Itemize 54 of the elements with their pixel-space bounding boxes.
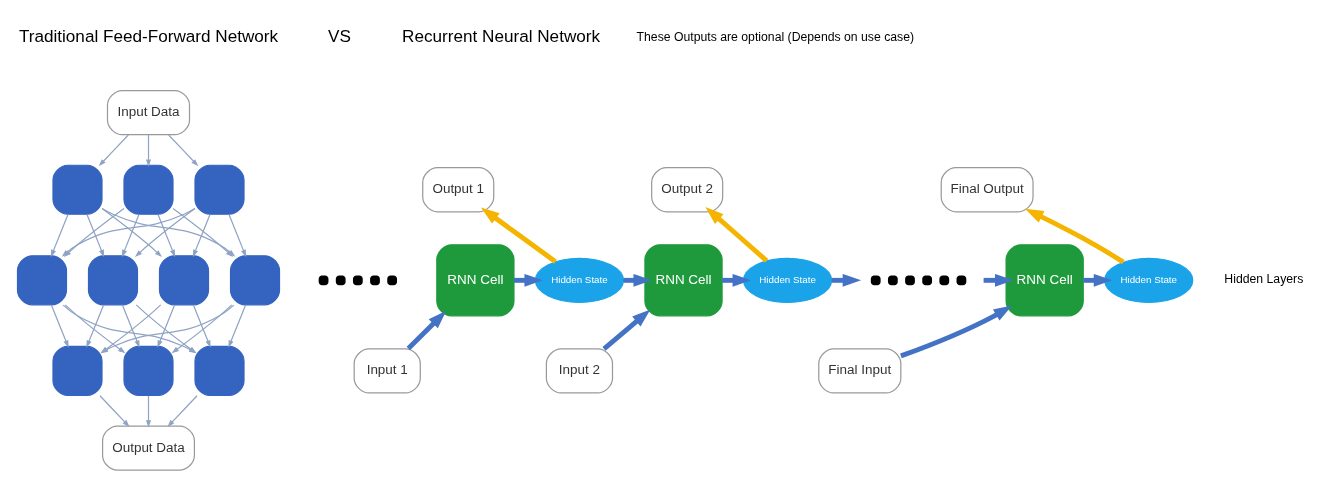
node-box: RNN Cell bbox=[436, 244, 515, 317]
node-box: RNN Cell bbox=[1005, 244, 1084, 317]
arrow bbox=[101, 207, 163, 258]
node-box bbox=[52, 345, 103, 397]
label: These Outputs are optional (Depends on use case) bbox=[636, 29, 915, 44]
node-box bbox=[87, 255, 139, 306]
arrow bbox=[228, 304, 247, 348]
arrow bbox=[157, 304, 176, 348]
node-box: Output 2 bbox=[651, 167, 724, 213]
label: Traditional Feed-Forward Network bbox=[18, 26, 279, 47]
label: VS bbox=[328, 26, 351, 47]
arrow bbox=[145, 134, 152, 167]
arrow bbox=[480, 207, 557, 264]
node-box bbox=[229, 255, 281, 306]
arrow bbox=[192, 213, 211, 258]
node-box bbox=[194, 164, 245, 215]
node-ellipse: Hidden State bbox=[1104, 257, 1194, 303]
node-ellipse: Hidden State bbox=[534, 257, 625, 303]
arrow bbox=[98, 134, 129, 167]
node-box: Output Data bbox=[102, 425, 195, 471]
arrow bbox=[86, 304, 105, 348]
label: Recurrent Neural Network bbox=[402, 26, 601, 47]
arrow bbox=[157, 213, 176, 258]
node-box: Final Input bbox=[818, 348, 902, 394]
node-box: Input 1 bbox=[353, 348, 421, 394]
node-box bbox=[123, 164, 174, 215]
node-box bbox=[16, 255, 68, 306]
arrow bbox=[50, 304, 69, 348]
node-box: Input 2 bbox=[545, 348, 614, 394]
node-box bbox=[123, 345, 174, 397]
arrow bbox=[145, 395, 152, 428]
node-box: Final Output bbox=[940, 167, 1034, 213]
arrow bbox=[86, 213, 105, 258]
arrow bbox=[705, 206, 769, 263]
arrow bbox=[134, 207, 196, 258]
arrow bbox=[121, 304, 140, 348]
arrow bbox=[1025, 208, 1125, 265]
arrow bbox=[167, 395, 198, 427]
arrow bbox=[602, 309, 651, 351]
arrow bbox=[99, 395, 130, 427]
arrow bbox=[50, 213, 69, 258]
node-box bbox=[194, 345, 245, 397]
arrow bbox=[168, 134, 199, 167]
node-box: Input Data bbox=[106, 89, 191, 136]
node-ellipse: Hidden State bbox=[742, 257, 833, 303]
arrow bbox=[121, 213, 140, 258]
node-box bbox=[158, 255, 210, 306]
node-box: RNN Cell bbox=[644, 244, 723, 317]
arrow bbox=[192, 304, 211, 348]
arrow bbox=[406, 310, 447, 351]
node-box: Output 1 bbox=[422, 167, 495, 213]
arrow bbox=[900, 305, 1013, 359]
label: Hidden Layers bbox=[1224, 272, 1304, 287]
node-box bbox=[52, 164, 103, 215]
